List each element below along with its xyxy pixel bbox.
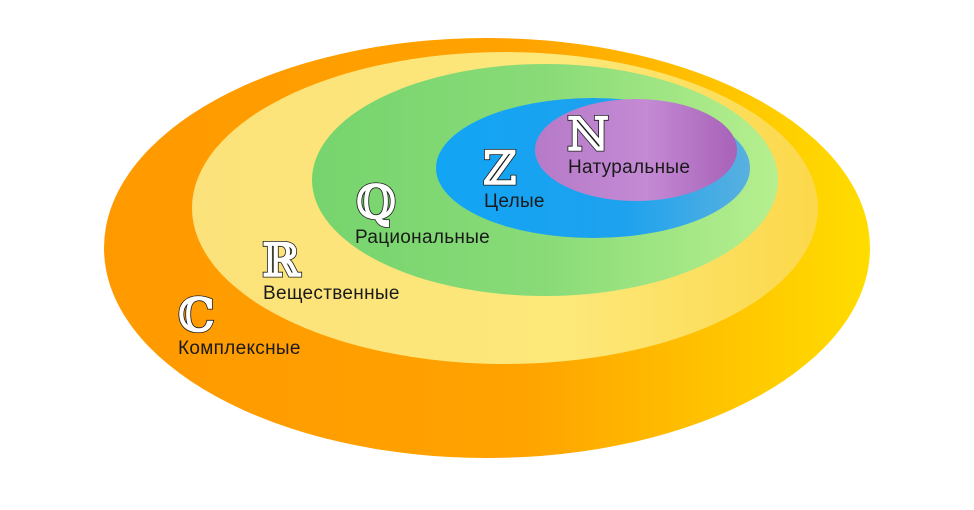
- natural-symbol: ℕ: [567, 107, 609, 161]
- real-label: Вещественные: [263, 283, 400, 304]
- natural-label: Натуральные: [568, 157, 690, 178]
- integer-symbol: ℤ: [483, 141, 517, 195]
- real-symbol: ℝ: [262, 233, 302, 287]
- complex-symbol: ℂ: [178, 288, 215, 342]
- complex-label: Комплексные: [178, 338, 301, 359]
- rational-symbol: ℚ: [356, 175, 396, 229]
- rational-label: Рациональные: [355, 227, 490, 248]
- integer-label: Целые: [484, 191, 545, 212]
- natural-set-ellipse: [535, 99, 737, 201]
